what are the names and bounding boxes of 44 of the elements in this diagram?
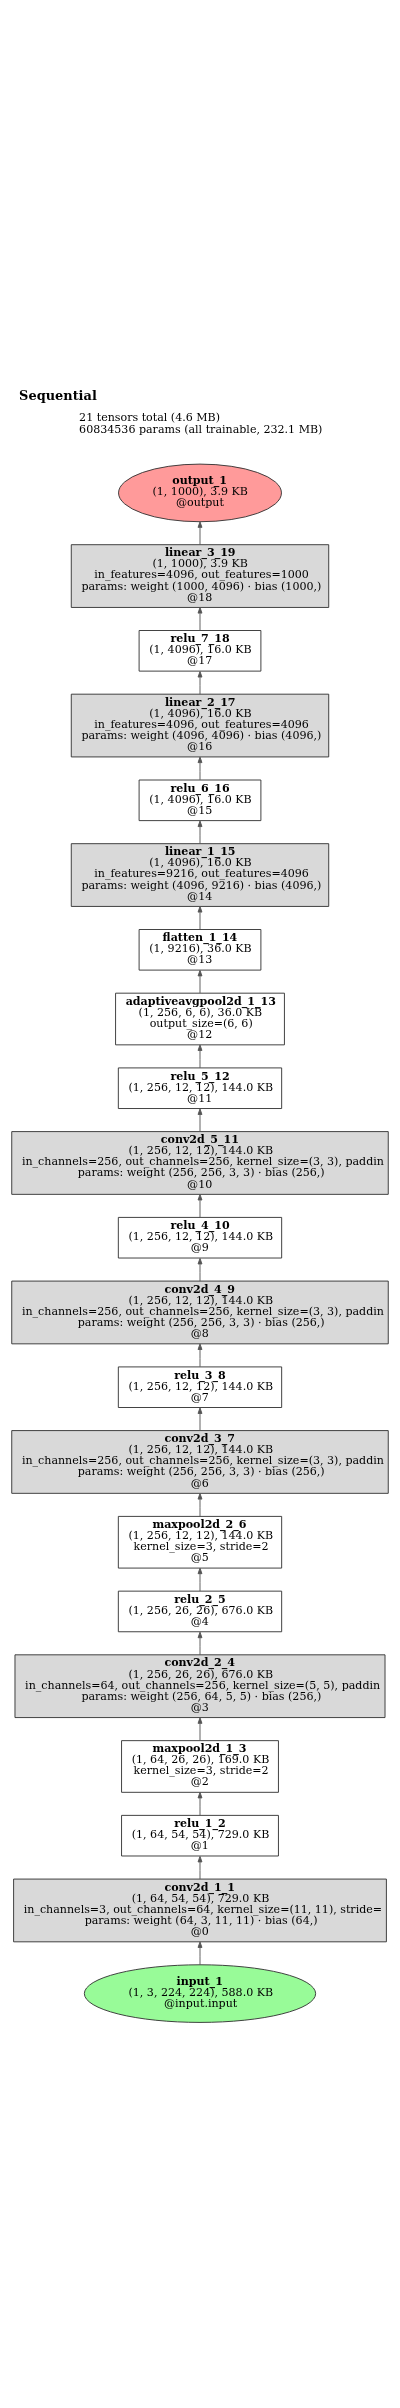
arrow [197, 756, 203, 780]
node-box: relu_4_10 (1, 256, 12, 12), 144.0 KB @9 [117, 1216, 283, 1258]
node-box: conv2d_1_1 (1, 64, 54, 54), 729.0 KB in_channels=3, out_channels=64, kernel_size=(11, 11), stride= params: weight (64, 3, 11, 11) · bias (64,) @0 [13, 1878, 387, 1942]
node-ellipse: input_1 (1, 3, 224, 224), 588.0 KB @input.input [83, 1963, 317, 2023]
label: 21 tensors total (4.6 MB) [79, 410, 221, 424]
arrow [197, 1406, 203, 1431]
arrow [197, 1492, 203, 1517]
arrow [197, 1107, 203, 1132]
arrow [197, 1940, 203, 1965]
arrow [197, 1791, 203, 1816]
arrow [197, 1567, 203, 1591]
arrow [197, 1257, 203, 1281]
arrow [197, 520, 203, 545]
label: 60834536 params (all trainable, 232.1 MB) [79, 422, 323, 436]
node-box: relu_7_18 (1, 4096), 16.0 KB @17 [138, 629, 262, 672]
node-box: relu_3_8 (1, 256, 12, 12), 144.0 KB @7 [117, 1365, 283, 1408]
node-box: relu_5_12 (1, 256, 12, 12), 144.0 KB @11 [117, 1066, 283, 1109]
arrow [197, 1855, 203, 1879]
node-box: maxpool2d_1_3 (1, 64, 26, 26), 169.0 KB kernel_size=3, stride=2 @2 [121, 1739, 279, 1793]
node-box: adaptiveavgpool2d_1_13 (1, 256, 6, 6), 36.0 KB output_size=(6, 6) @12 [115, 992, 285, 1045]
arrow [197, 905, 203, 930]
arrow [197, 670, 203, 695]
node-ellipse: output_1 (1, 1000), 3.9 KB @output [118, 463, 282, 522]
arrow [197, 820, 203, 844]
diagram-title: Sequential [19, 387, 97, 403]
node-box: conv2d_2_4 (1, 256, 26, 26), 676.0 KB in_channels=64, out_channels=256, kernel_size=(5, 5), paddin params: weight (256, 64, 5, 5) · bias (256,) @3 [14, 1653, 386, 1718]
node-box: flatten_1_14 (1, 9216), 36.0 KB @13 [138, 928, 262, 971]
node-box: conv2d_3_7 (1, 256, 12, 12), 144.0 KB in_channels=256, out_channels=256, kernel_size=(3, 3), paddin params: weight (256, 256, 3, 3) · bias (256,) @6 [11, 1429, 389, 1494]
arrow [197, 969, 203, 993]
arrow [197, 1193, 203, 1218]
arrow [197, 1631, 203, 1655]
node-box: linear_2_17 (1, 4096), 16.0 KB in_features=4096, out_features=4096 params: weight (4096, 4096) · bias (4096,) @16 [70, 693, 330, 757]
arrow [197, 1343, 203, 1367]
node-box: linear_1_15 (1, 4096), 16.0 KB in_features=9216, out_features=4096 params: weight (4096, 9216) · bias (4096,) @14 [70, 842, 330, 907]
arrow [197, 606, 203, 631]
node-box: relu_6_16 (1, 4096), 16.0 KB @15 [138, 779, 262, 821]
arrow [197, 1043, 203, 1068]
node-box: relu_1_2 (1, 64, 54, 54), 729.0 KB @1 [121, 1814, 279, 1856]
node-box: conv2d_4_9 (1, 256, 12, 12), 144.0 KB in_channels=256, out_channels=256, kernel_size=(3, 3), paddin params: weight (256, 256, 3, 3) · bias (256,) @8 [11, 1280, 389, 1344]
node-box: linear_3_19 (1, 1000), 3.9 KB in_features=4096, out_features=1000 params: weight (1000, 4096) · bias (1000,) @18 [70, 543, 330, 608]
node-box: relu_2_5 (1, 256, 26, 26), 676.0 KB @4 [117, 1590, 283, 1632]
arrow [197, 1716, 203, 1741]
node-box: maxpool2d_2_6 (1, 256, 12, 12), 144.0 KB kernel_size=3, stride=2 @5 [117, 1515, 283, 1569]
node-box: conv2d_5_11 (1, 256, 12, 12), 144.0 KB in_channels=256, out_channels=256, kernel_size=(3, 3), paddin params: weight (256, 256, 3, 3) · bias (256,) @10 [11, 1130, 389, 1195]
